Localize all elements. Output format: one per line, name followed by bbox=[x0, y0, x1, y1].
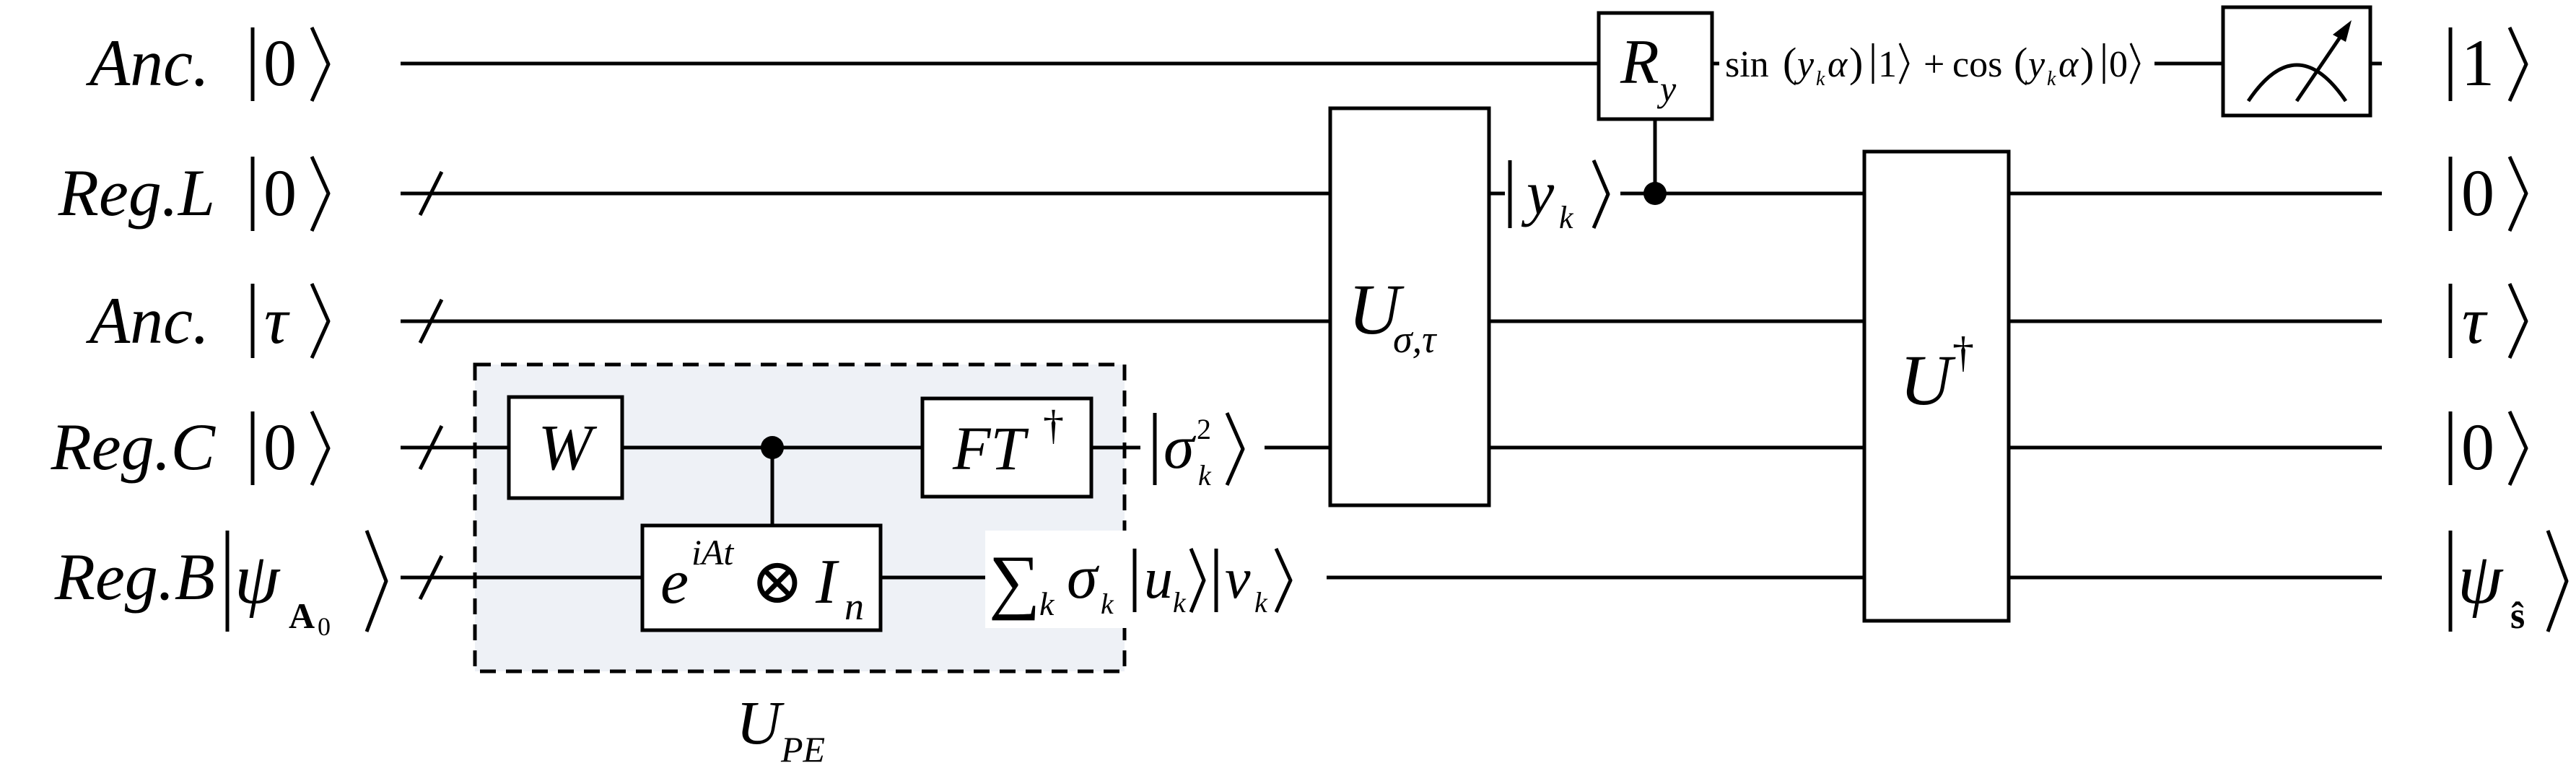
upe-label: U PE bbox=[736, 688, 825, 770]
measurement-meter-icon bbox=[2221, 5, 2372, 118]
input-ket-reg-c: 0 bbox=[263, 410, 297, 484]
output-kets: 1 0 τ 0 ψ ŝ bbox=[2448, 26, 2569, 637]
svg-text:W: W bbox=[538, 412, 598, 484]
svg-text:sin: sin bbox=[1725, 44, 1769, 85]
input-ket-reg-b-psi: ψ bbox=[235, 539, 281, 619]
svg-text:1: 1 bbox=[1878, 44, 1897, 85]
svg-text:σ: σ bbox=[1067, 542, 1100, 611]
inverse-ft-gate: FT † bbox=[920, 396, 1093, 499]
svg-text:k: k bbox=[1816, 68, 1825, 90]
svg-text:⊗: ⊗ bbox=[751, 547, 804, 617]
svg-text:y: y bbox=[1656, 69, 1677, 109]
svg-text:): ) bbox=[2080, 39, 2094, 86]
sigma-squared-state: σ k 2 bbox=[1153, 411, 1245, 492]
svg-text:+: + bbox=[1924, 44, 1944, 85]
w-gate: W bbox=[507, 395, 624, 500]
svg-text:σ,τ: σ,τ bbox=[1393, 318, 1437, 361]
label-reg-l: Reg.L bbox=[58, 156, 215, 230]
slash-reg-b bbox=[418, 554, 444, 601]
svg-text:k: k bbox=[1039, 585, 1055, 622]
svg-text:k: k bbox=[1101, 588, 1114, 620]
control-dot-reg-c bbox=[761, 436, 784, 459]
svg-text:∑: ∑ bbox=[989, 541, 1040, 621]
svg-text:FT: FT bbox=[952, 414, 1029, 483]
svg-text:k: k bbox=[2047, 68, 2056, 90]
svg-text:n: n bbox=[844, 585, 864, 628]
svg-text:2: 2 bbox=[1197, 413, 1211, 445]
label-anc-1: Anc. bbox=[85, 26, 209, 100]
svg-text:α: α bbox=[2058, 44, 2079, 85]
bundle-slashes bbox=[418, 170, 444, 601]
input-ket-reg-b-subsub: 0 bbox=[318, 612, 331, 641]
register-labels: Anc. Reg.L Anc. Reg.C Reg.B bbox=[51, 26, 217, 614]
input-kets: 0 0 τ 0 ψ A 0 bbox=[225, 26, 388, 641]
svg-text:y: y bbox=[1794, 44, 1815, 85]
label-reg-b: Reg.B bbox=[54, 540, 215, 614]
svg-text:U: U bbox=[1348, 269, 1405, 349]
slash-reg-l bbox=[418, 170, 444, 217]
controlled-phase-gate: e iAt ⊗ I n bbox=[640, 436, 883, 632]
svg-text:u: u bbox=[1144, 547, 1173, 611]
rotation-state: sin ( y k α ) 1 + cos ( y k α ) 0 bbox=[1725, 39, 2194, 90]
slash-reg-c bbox=[418, 424, 444, 471]
svg-text:k: k bbox=[1198, 459, 1212, 492]
svg-text:y: y bbox=[2025, 44, 2045, 85]
svg-text:): ) bbox=[1849, 39, 1863, 86]
svg-text:(: ( bbox=[2014, 39, 2027, 86]
svg-text:†: † bbox=[1043, 401, 1064, 448]
output-ket-reg-b-psi: ψ bbox=[2458, 539, 2504, 619]
controlled-ry-gate: R y bbox=[1597, 11, 1714, 205]
output-ket-reg-b-sub: ŝ bbox=[2510, 596, 2525, 637]
svg-text:U: U bbox=[736, 688, 785, 757]
svg-text:I: I bbox=[815, 547, 839, 617]
svg-text:σ: σ bbox=[1163, 412, 1197, 481]
output-ket-reg-c: 0 bbox=[2461, 410, 2494, 484]
svg-text:y: y bbox=[1521, 158, 1555, 227]
u-dagger-gate: U † bbox=[1862, 149, 2011, 623]
svd-sum-state: ∑ k σ k u k v k bbox=[985, 531, 1327, 628]
svg-text:R: R bbox=[1620, 27, 1659, 97]
svg-text:(: ( bbox=[1783, 39, 1796, 86]
svg-text:U: U bbox=[1900, 340, 1956, 420]
svg-text:k: k bbox=[1254, 586, 1268, 619]
svg-text:e: e bbox=[660, 547, 689, 617]
svg-text:v: v bbox=[1225, 547, 1251, 611]
svg-text:†: † bbox=[1952, 328, 1974, 376]
svg-text:PE: PE bbox=[780, 729, 825, 770]
output-ket-anc-2: τ bbox=[2462, 284, 2488, 357]
svg-text:0: 0 bbox=[2109, 44, 2128, 85]
slash-anc-tau bbox=[418, 298, 444, 344]
label-anc-2: Anc. bbox=[85, 284, 209, 357]
input-ket-anc-1: 0 bbox=[263, 26, 297, 100]
input-ket-anc-2: τ bbox=[264, 284, 290, 357]
input-ket-reg-b-sub: A bbox=[289, 596, 315, 636]
svg-text:iAt: iAt bbox=[691, 532, 734, 572]
yk-state: y k bbox=[1508, 158, 1610, 235]
input-ket-reg-l: 0 bbox=[263, 156, 297, 230]
output-ket-anc-1: 1 bbox=[2461, 26, 2494, 100]
svg-text:α: α bbox=[1828, 44, 1848, 85]
svg-text:cos: cos bbox=[1952, 44, 2002, 85]
label-reg-c: Reg.C bbox=[51, 410, 217, 484]
control-dot-reg-l bbox=[1643, 182, 1667, 205]
u-sigma-tau-gate: U σ,τ bbox=[1328, 106, 1491, 507]
output-ket-reg-l: 0 bbox=[2461, 156, 2494, 230]
svg-text:k: k bbox=[1559, 200, 1574, 235]
svg-text:k: k bbox=[1173, 586, 1187, 619]
